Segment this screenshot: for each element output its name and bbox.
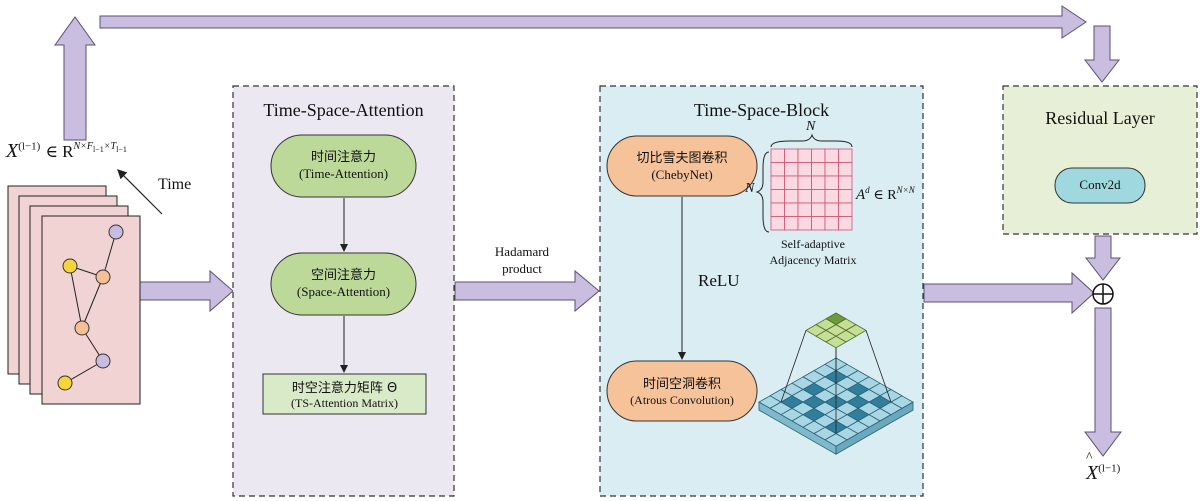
- hadamard-line1: Hadamard: [494, 244, 550, 259]
- adj-caption-line1: Self-adaptive: [781, 237, 845, 251]
- adj-cell: [797, 202, 812, 217]
- down-into-residual-arrow: [1083, 25, 1121, 83]
- tsa-title: Time-Space-Attention: [263, 100, 424, 120]
- adj-cell: [838, 162, 853, 177]
- adj-cell: [797, 162, 812, 177]
- residual-to-sum-arrow: [1084, 235, 1122, 281]
- atrous-side-right: [835, 401, 914, 455]
- adjacency-matrix-grid: [770, 148, 853, 231]
- adj-cell: [784, 148, 799, 163]
- time-arrow: [117, 169, 163, 215]
- adjacency-caption: Self-adaptive Adjacency Matrix: [748, 236, 878, 268]
- chebynet-node: [606, 135, 758, 197]
- front-card: [41, 215, 141, 405]
- space-attention-en: (Space-Attention): [296, 284, 391, 299]
- adj-cell: [770, 175, 785, 190]
- adj-cell: [811, 189, 826, 204]
- time-attention-node: [270, 134, 417, 198]
- output-arrow: [1084, 307, 1122, 457]
- time-attention-en: (Time-Attention): [298, 166, 389, 181]
- adj-cell: [770, 216, 785, 231]
- atrous-node: [606, 360, 758, 422]
- adj-cell: [824, 162, 839, 177]
- adj-cell: [824, 216, 839, 231]
- matrix-en: (TS-Attention Matrix): [291, 396, 398, 410]
- adj-cell: [824, 175, 839, 190]
- adj-cell: [770, 148, 785, 163]
- adj-cell: [797, 175, 812, 190]
- tsb-title: Time-Space-Block: [693, 100, 830, 120]
- residual-panel: [1002, 85, 1198, 235]
- hat-accent: ^: [1086, 450, 1093, 465]
- output-formula: ^ X (l−1): [1086, 450, 1121, 484]
- adj-cell: [770, 162, 785, 177]
- atrous-en: (Atrous Convolution): [630, 393, 734, 407]
- atrous-cn: 时间空洞卷积: [642, 377, 721, 392]
- adj-cell: [784, 189, 799, 204]
- long-right-arrow: [99, 5, 1087, 39]
- n-left-label: N: [745, 181, 755, 196]
- adj-cell: [784, 175, 799, 190]
- space-attention-node: [270, 252, 417, 316]
- adj-cell: [811, 162, 826, 177]
- conv2d-label: Conv2d: [1079, 177, 1121, 192]
- chebynet-cn: 切比雪夫图卷积: [636, 151, 728, 166]
- adj-cell: [838, 148, 853, 163]
- ts-attention-matrix-node: [262, 373, 427, 415]
- adj-cell: [811, 216, 826, 231]
- adj-cell: [797, 216, 812, 231]
- adj-cell: [797, 189, 812, 204]
- hadamard-arrow: [454, 269, 600, 313]
- top-skip-arrow: [54, 5, 1121, 141]
- up-arrow: [54, 16, 96, 141]
- adjacency-formula: Ad ∈ RN×N: [856, 185, 915, 203]
- tsb-to-sum-arrow: [923, 271, 1095, 315]
- matrix-cn: 时空注意力矩阵 Θ: [291, 381, 398, 396]
- adj-cell: [797, 148, 812, 163]
- adj-cell: [770, 202, 785, 217]
- atrous-conv-illustration: [758, 312, 914, 455]
- space-attention-cn: 空间注意力: [310, 268, 376, 283]
- adj-cell: [811, 148, 826, 163]
- adj-cell: [784, 216, 799, 231]
- chebynet-en: (ChebyNet): [651, 167, 713, 182]
- relu-label: ReLU: [698, 271, 740, 290]
- kernel-cell: [825, 335, 847, 349]
- n-left-brace: [755, 151, 770, 233]
- adj-cell: [811, 202, 826, 217]
- hadamard-label: Hadamard product: [472, 243, 572, 277]
- input-formula: X(l−1) ∈ RN×Fl−1×Tl−1: [6, 140, 127, 162]
- conv2d-node: [1054, 167, 1146, 204]
- adj-cell: [838, 189, 853, 204]
- adj-cell: [838, 216, 853, 231]
- adj-cell: [824, 202, 839, 217]
- adj-cell: [824, 189, 839, 204]
- adj-cell: [824, 148, 839, 163]
- projection-line: [865, 330, 892, 403]
- adj-cell: [838, 202, 853, 217]
- adj-cell: [811, 175, 826, 190]
- n-top-brace: [770, 133, 853, 148]
- adj-cell: [770, 189, 785, 204]
- projection-line: [780, 330, 807, 403]
- adj-cell: [838, 175, 853, 190]
- time-label: Time: [158, 176, 192, 193]
- adj-caption-line2: Adjacency Matrix: [769, 253, 857, 267]
- adj-cell: [784, 162, 799, 177]
- n-top-label: N: [806, 119, 816, 134]
- time-attention-cn: 时间注意力: [310, 150, 376, 165]
- input-graph-stack: [7, 185, 141, 405]
- hadamard-line2: product: [502, 261, 542, 276]
- residual-title: Residual Layer: [1045, 108, 1155, 128]
- adj-cell: [784, 202, 799, 217]
- input-to-tsa-arrow: [139, 269, 234, 313]
